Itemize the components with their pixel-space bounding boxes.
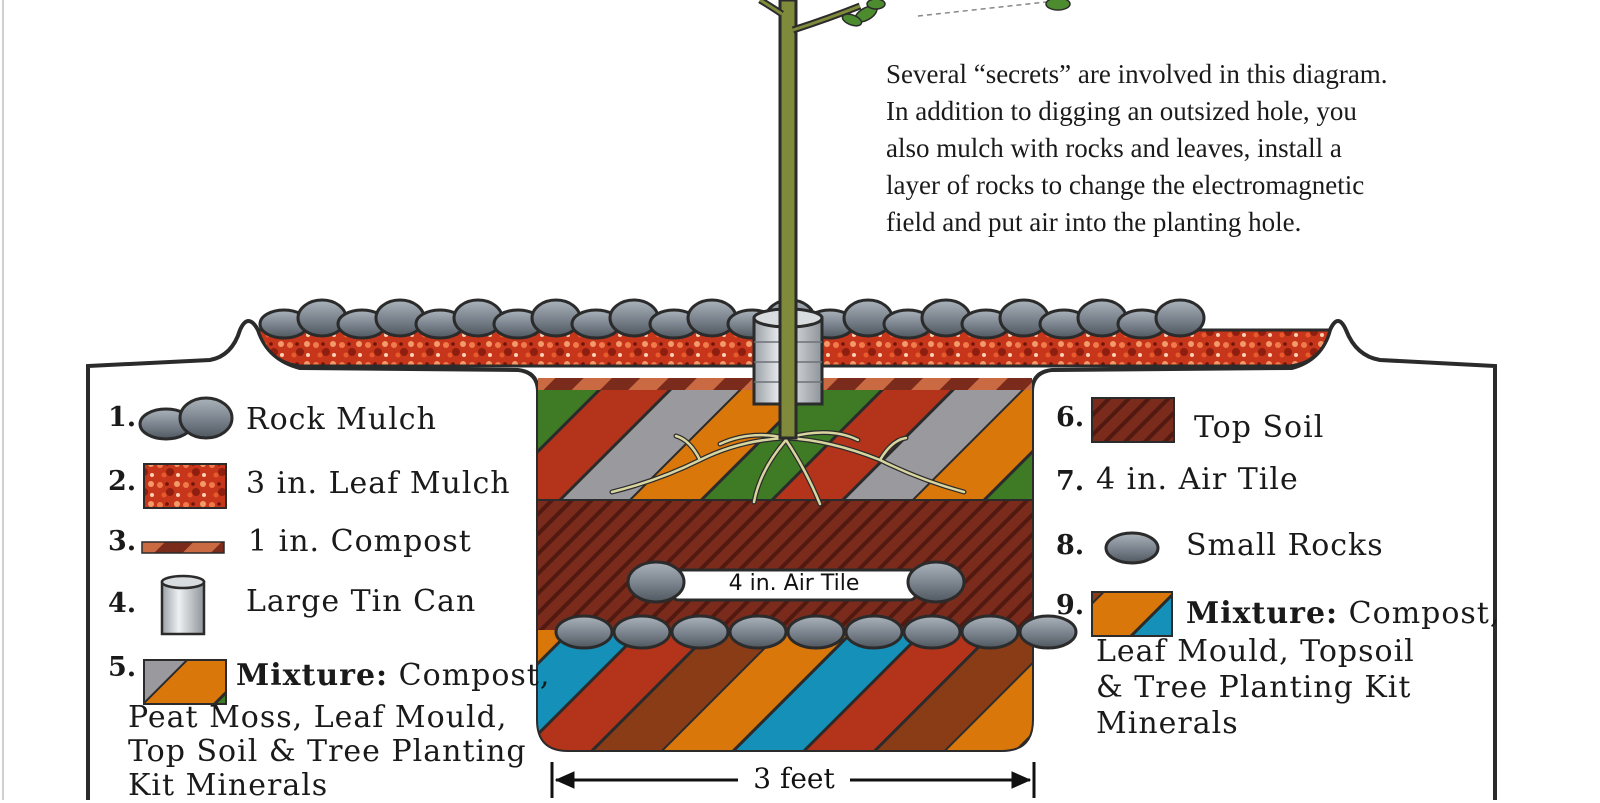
legend-number-6: 6. (1056, 402, 1085, 433)
legend-mixture-left-line: Peat Moss, Leaf Mould, (128, 700, 508, 735)
leaf (1045, 0, 1071, 11)
leaf (841, 13, 863, 27)
width-label: 3 feet (753, 762, 835, 795)
mixture-blue-icon (1091, 591, 1173, 637)
rock (554, 614, 614, 650)
legend-label-air-tile: 4 in. Air Tile (1096, 462, 1299, 497)
leaf-mulch-icon (143, 463, 227, 509)
compost-icon (141, 541, 225, 554)
small-rocks-layer (554, 614, 1078, 650)
leaf (866, 0, 886, 10)
legend-label-top-soil: Top Soil (1194, 410, 1325, 445)
tree-trunk (758, 0, 886, 440)
rock-mulch-row (258, 298, 1206, 340)
air-tile (626, 560, 966, 604)
legend-label-mixture-left: Mixture: Compost, (236, 658, 551, 693)
legend-number-2: 2. (108, 466, 137, 497)
legend-number-5: 5. (108, 652, 137, 683)
legend-number-3: 3. (108, 526, 137, 557)
tin-can-icon (160, 574, 206, 636)
mixture-green-icon (143, 659, 227, 705)
rock (612, 614, 672, 650)
rock (960, 614, 1020, 650)
legend-number-9: 9. (1056, 590, 1085, 621)
legend-label-tin-can: Large Tin Can (246, 584, 477, 619)
top-soil-icon (1091, 397, 1175, 443)
rock (670, 614, 730, 650)
legend-mixture-left-line: Top Soil & Tree Planting (128, 734, 527, 769)
small-rock (626, 560, 686, 604)
legend-number-4: 4. (108, 588, 137, 619)
rock (1154, 298, 1206, 338)
legend-number-1: 1. (108, 402, 137, 433)
rock (786, 614, 846, 650)
legend-label-mixture-right: Mixture: Compost, (1186, 596, 1501, 631)
legend-mixture-right-line: & Tree Planting Kit (1096, 670, 1412, 705)
rock (1018, 614, 1078, 650)
diagram-description: Several “secrets” are involved in this d… (886, 59, 1388, 237)
legend-label-rock-mulch: Rock Mulch (246, 402, 437, 437)
legend-label-leaf-mulch: 3 in. Leaf Mulch (246, 466, 511, 501)
dashed-pointer-line (917, 1, 1047, 17)
rock-mulch-icon (138, 396, 234, 441)
lower-mixture-layer (538, 630, 1032, 750)
rock (728, 614, 788, 650)
legend-number-8: 8. (1056, 530, 1085, 561)
small-rock-icon (1104, 531, 1160, 565)
legend-label-compost: 1 in. Compost (248, 524, 472, 559)
air-tile-label: 4 in. Air Tile (728, 571, 860, 596)
rock (902, 614, 962, 650)
top-soil-layer (538, 500, 1032, 630)
legend-mixture-right-line: Minerals (1096, 706, 1239, 741)
legend-label-small-rocks: Small Rocks (1186, 528, 1384, 563)
rock (844, 614, 904, 650)
legend-mixture-right-line: Leaf Mould, Topsoil (1096, 634, 1415, 669)
small-rock (906, 560, 966, 604)
legend-mixture-left-line: Kit Minerals (128, 768, 329, 803)
legend-number-7: 7. (1056, 466, 1085, 497)
width-dimension (550, 762, 1036, 798)
